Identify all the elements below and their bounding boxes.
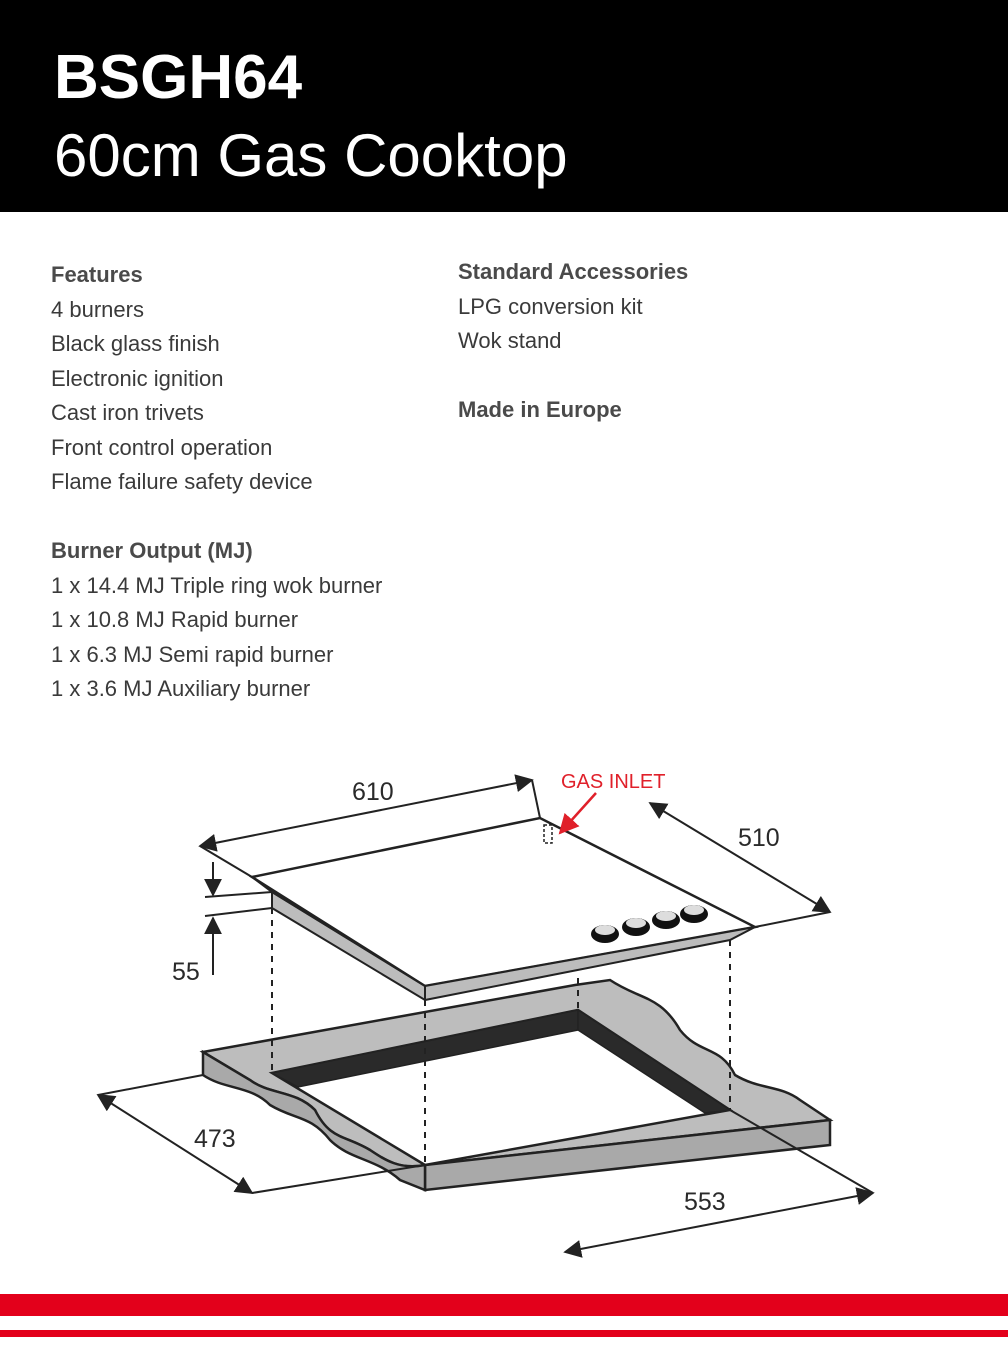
- accessory-item: LPG conversion kit: [458, 293, 643, 319]
- feature-item: 4 burners: [51, 296, 144, 322]
- cutout-depth-label: 473: [194, 1125, 236, 1153]
- dimension-lines: [96, 774, 875, 1258]
- left-column: Features 4 burners Black glass finish El…: [51, 258, 451, 707]
- burner-output-heading: Burner Output (MJ): [51, 538, 253, 563]
- header-banner: BSGH64 60cm Gas Cooktop: [0, 0, 1008, 212]
- feature-item: Cast iron trivets: [51, 400, 204, 425]
- burner-item: 1 x 14.4 MJ Triple ring wok burner: [51, 572, 383, 598]
- gas-inlet-arrow: [558, 792, 597, 835]
- benchtop: [199, 978, 834, 1192]
- feature-item: Front control operation: [51, 434, 273, 460]
- right-column: Standard Accessories LPG conversion kit …: [458, 255, 858, 428]
- origin-label: Made in Europe: [458, 397, 622, 422]
- feature-item: Black glass finish: [51, 331, 220, 356]
- footer-stripe-thick: [0, 1294, 1008, 1316]
- feature-item: Flame failure safety device: [51, 469, 313, 494]
- feature-item: Electronic ignition: [51, 365, 224, 391]
- accessories-heading: Standard Accessories: [458, 259, 689, 284]
- height-label: 55: [172, 958, 200, 986]
- cutout-width-label: 553: [684, 1188, 726, 1216]
- features-heading: Features: [51, 262, 143, 287]
- accessory-item: Wok stand: [458, 328, 562, 353]
- burner-item: 1 x 6.3 MJ Semi rapid burner: [51, 641, 334, 667]
- burner-item: 1 x 10.8 MJ Rapid burner: [51, 607, 299, 632]
- cooktop-slab: [248, 816, 759, 1002]
- footer-stripe-thin: [0, 1330, 1008, 1337]
- product-title: 60cm Gas Cooktop: [54, 122, 568, 189]
- model-number: BSGH64: [54, 43, 303, 112]
- width-label: 610: [352, 778, 394, 806]
- burner-item: 1 x 3.6 MJ Auxiliary burner: [51, 676, 311, 701]
- alignment-lines: [271, 908, 731, 1165]
- gas-inlet-label: GAS INLET: [561, 771, 665, 793]
- depth-label: 510: [738, 824, 780, 852]
- installation-diagram: 610 510 55 473 553 GAS INLET: [96, 771, 875, 1258]
